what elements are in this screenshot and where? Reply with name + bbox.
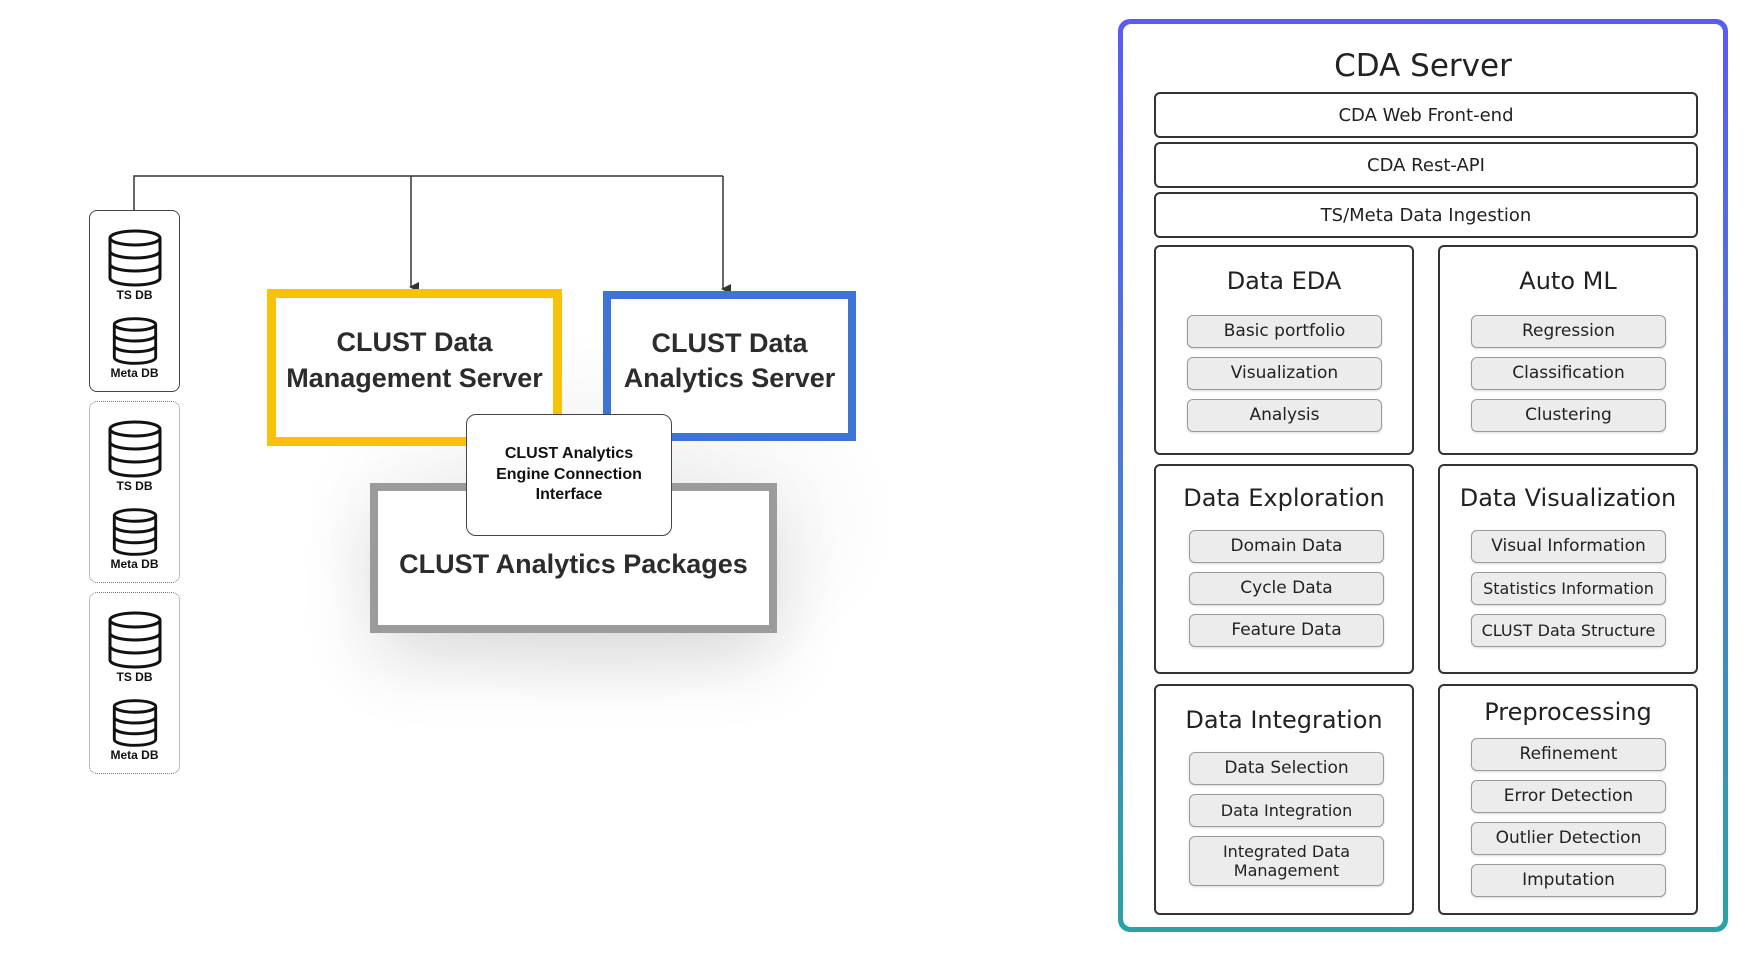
module-item: Refinement [1471, 738, 1666, 771]
ts-db: TS DB [90, 611, 179, 684]
db-to-servers-line [133, 175, 723, 210]
database-icon [108, 611, 161, 669]
database-icon [108, 229, 161, 287]
module-data-integration: Data Integration Data Selection Data Int… [1154, 684, 1414, 915]
engine-connection-interface-box: CLUST Analytics Engine Connection Interf… [466, 414, 672, 536]
ts-db-label: TS DB [116, 288, 153, 302]
analytics-packages-box: CLUST Analytics Packages [370, 483, 777, 633]
module-title: Data Exploration [1183, 484, 1385, 512]
module-data-visualization: Data Visualization Visual Information St… [1438, 464, 1698, 674]
module-item: Error Detection [1471, 780, 1666, 813]
module-title: Data EDA [1226, 267, 1342, 295]
cda-server-inner: CDA Server CDA Web Front-end CDA Rest-AP… [1123, 24, 1723, 927]
module-item: Analysis [1187, 399, 1382, 432]
ts-db: TS DB [90, 420, 179, 493]
module-data-eda: Data EDA Basic portfolio Visualization A… [1154, 245, 1414, 455]
layer-web-front-end: CDA Web Front-end [1154, 92, 1698, 138]
meta-db: Meta DB [90, 317, 179, 380]
module-item: Cycle Data [1189, 572, 1384, 605]
cda-server-title: CDA Server [1334, 48, 1512, 84]
module-item: Feature Data [1189, 614, 1384, 647]
module-item: Visual Information [1471, 530, 1666, 563]
module-item: Integrated Data Management [1189, 836, 1384, 886]
module-item: Imputation [1471, 864, 1666, 897]
database-icon [112, 699, 157, 747]
module-item: Basic portfolio [1187, 315, 1382, 348]
cda-server-panel: CDA Server CDA Web Front-end CDA Rest-AP… [1118, 19, 1728, 932]
module-data-exploration: Data Exploration Domain Data Cycle Data … [1154, 464, 1414, 674]
meta-db: Meta DB [90, 508, 179, 571]
ts-db-label: TS DB [116, 670, 153, 684]
meta-db-label: Meta DB [110, 557, 159, 571]
module-title: Auto ML [1519, 267, 1617, 295]
database-icon [112, 317, 157, 365]
ts-db: TS DB [90, 229, 179, 302]
data-analytics-server-label: CLUST Data Analytics Server [623, 327, 836, 393]
module-item: Classification [1471, 357, 1666, 390]
module-title: Data Visualization [1459, 484, 1677, 512]
layer-rest-api: CDA Rest-API [1154, 142, 1698, 188]
module-item: CLUST Data Structure [1471, 614, 1666, 647]
db-group-3: TS DB Meta DB [89, 592, 180, 774]
module-item: Clustering [1471, 399, 1666, 432]
module-title: Data Integration [1185, 706, 1383, 734]
module-item: Visualization [1187, 357, 1382, 390]
engine-connection-interface-label: CLUST Analytics Engine Connection Interf… [496, 444, 642, 504]
db-group-2: TS DB Meta DB [89, 401, 180, 583]
module-auto-ml: Auto ML Regression Classification Cluste… [1438, 245, 1698, 455]
module-item: Data Integration [1189, 794, 1384, 827]
db-group-1: TS DB Meta DB [89, 210, 180, 392]
module-title: Preprocessing [1484, 698, 1652, 726]
module-item: Data Selection [1189, 752, 1384, 785]
meta-db-label: Meta DB [110, 748, 159, 762]
module-preprocessing: Preprocessing Refinement Error Detection… [1438, 684, 1698, 915]
module-item-label: Integrated Data Management [1222, 841, 1351, 880]
meta-db: Meta DB [90, 699, 179, 762]
database-icon [112, 508, 157, 556]
ts-db-label: TS DB [116, 479, 153, 493]
meta-db-label: Meta DB [110, 366, 159, 380]
module-item: Regression [1471, 315, 1666, 348]
layer-data-ingestion: TS/Meta Data Ingestion [1154, 192, 1698, 238]
data-management-server-label: CLUST Data Management Server [286, 327, 543, 393]
database-icon [108, 420, 161, 478]
module-item: Outlier Detection [1471, 822, 1666, 855]
connector-lines [133, 175, 731, 294]
analytics-packages-label: CLUST Analytics Packages [399, 549, 748, 580]
module-item: Statistics Information [1471, 572, 1666, 605]
module-item: Domain Data [1189, 530, 1384, 563]
